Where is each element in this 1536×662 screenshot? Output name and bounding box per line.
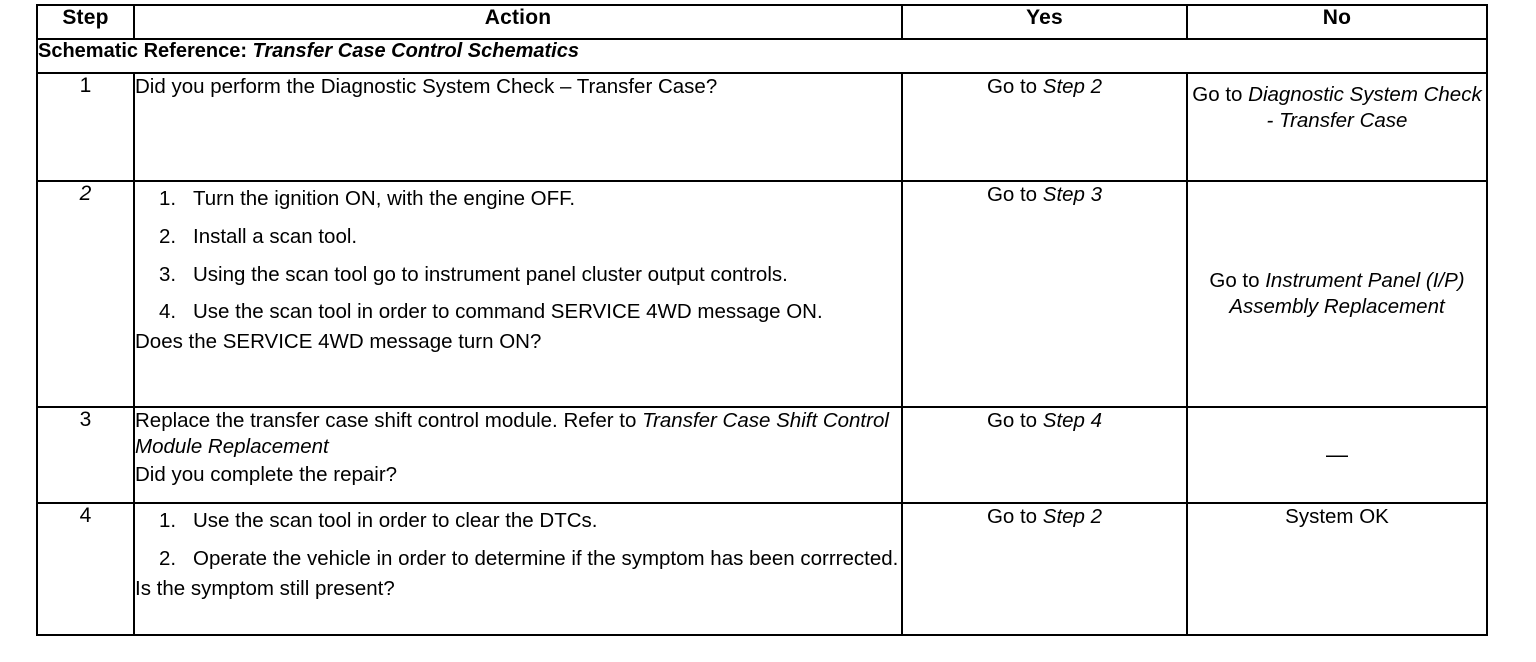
substep-number: 1.: [159, 187, 177, 210]
list-item: 1. Use the scan tool in order to clear th…: [135, 508, 901, 534]
table-row: 4 1. Use the scan tool in order to clear …: [36, 502, 1488, 636]
yes-cell-2: Go to Step 3: [901, 180, 1188, 408]
table-row: 1 Did you perform the Diagnostic System …: [36, 72, 1488, 182]
no-cell-3: —: [1186, 406, 1488, 504]
substep-number: 2.: [159, 224, 177, 248]
action-instruction-ref-3: Transfer Case Shift Control Module Repla…: [135, 409, 889, 459]
no-text-plain-2: Go to: [1209, 269, 1266, 293]
column-header-step: Step: [36, 4, 135, 40]
substep-number: 4.: [159, 300, 177, 324]
schematic-reference-value: Transfer Case Control Schematics: [252, 40, 579, 62]
table-row: 2 1. Turn the ignition ON, with the engin…: [36, 180, 1488, 408]
action-question-2: Does the SERVICE 4WD message turn ON?: [135, 330, 542, 354]
schematic-reference-cell: Schematic Reference: Transfer Case Contr…: [36, 38, 1488, 74]
action-question-3: Did you complete the repair?: [135, 463, 398, 487]
action-cell-2: 1. Turn the ignition ON, with the engine …: [133, 180, 903, 408]
no-cell-4: System OK: [1186, 502, 1488, 636]
action-question-1: Did you perform the Diagnostic System Ch…: [135, 75, 718, 98]
yes-text-ref-4: Step 2: [1042, 505, 1103, 528]
no-text-plain-1: Go to: [1192, 83, 1249, 106]
substep-text: Operate the vehicle in order to determin…: [193, 546, 899, 570]
substep-text: Use the scan tool in order to clear the …: [193, 509, 598, 532]
list-item: 2. Install a scan tool.: [135, 224, 901, 250]
yes-text-plain-2: Go to: [986, 183, 1043, 206]
no-cell-1: Go to Diagnostic System Check - Transfer…: [1186, 72, 1488, 182]
yes-cell-1: Go to Step 2: [901, 72, 1188, 182]
substep-text: Install a scan tool.: [193, 224, 358, 248]
column-header-action: Action: [133, 4, 903, 40]
diagnostic-procedure-table: Step Action Yes No Schematic Reference: …: [36, 4, 1488, 636]
list-item: 3. Using the scan tool go to instrument p…: [135, 262, 901, 288]
table-header-row: Step Action Yes No: [36, 4, 1488, 40]
column-header-yes: Yes: [901, 4, 1188, 40]
list-item: 1. Turn the ignition ON, with the engine …: [135, 186, 901, 212]
schematic-reference-label: Schematic Reference:: [38, 40, 247, 62]
table-row: 3 Replace the transfer case shift contro…: [36, 406, 1488, 504]
yes-text-ref-1: Step 2: [1042, 75, 1103, 98]
action-cell-1: Did you perform the Diagnostic System Ch…: [133, 72, 903, 182]
yes-cell-3: Go to Step 4: [901, 406, 1188, 504]
action-question-4: Is the symptom still present?: [135, 576, 395, 600]
yes-text-ref-2: Step 3: [1042, 183, 1103, 206]
step-number-2: 2: [36, 180, 135, 408]
yes-text-plain-4: Go to: [986, 505, 1043, 528]
list-item: 2. Operate the vehicle in order to determ…: [135, 546, 901, 572]
yes-text-ref-3: Step 4: [1042, 409, 1103, 432]
substep-text: Turn the ignition ON, with the engine OF…: [193, 187, 576, 210]
substep-text: Use the scan tool in order to command SE…: [193, 300, 823, 324]
no-cell-2: Go to Instrument Panel (I/P) Assembly Re…: [1186, 180, 1488, 408]
substep-text: Using the scan tool go to instrument pan…: [193, 262, 788, 286]
yes-text-plain-3: Go to: [986, 409, 1043, 432]
no-text-plain-3: —: [1326, 442, 1348, 468]
yes-text-plain-1: Go to: [986, 75, 1043, 98]
substep-number: 2.: [159, 546, 177, 570]
step-number-1: 1: [36, 72, 135, 182]
action-substep-list-4: 1. Use the scan tool in order to clear th…: [135, 508, 901, 572]
no-text-ref-2: Instrument Panel (I/P) Assembly Replacem…: [1229, 269, 1465, 318]
column-header-no: No: [1186, 4, 1488, 40]
step-number-3: 3: [36, 406, 135, 504]
action-cell-3: Replace the transfer case shift control …: [133, 406, 903, 504]
action-instruction-plain-3: Replace the transfer case shift control …: [135, 409, 643, 432]
schematic-reference-row: Schematic Reference: Transfer Case Contr…: [36, 38, 1488, 74]
no-text-plain-4: System OK: [1285, 505, 1389, 528]
no-text-ref-1: Diagnostic System Check - Transfer Case: [1248, 83, 1482, 132]
list-item: 4. Use the scan tool in order to command …: [135, 299, 901, 325]
action-cell-4: 1. Use the scan tool in order to clear th…: [133, 502, 903, 636]
step-number-4: 4: [36, 502, 135, 636]
yes-cell-4: Go to Step 2: [901, 502, 1188, 636]
action-substep-list-2: 1. Turn the ignition ON, with the engine …: [135, 186, 901, 325]
action-instruction-3: Replace the transfer case shift control …: [135, 408, 901, 460]
substep-number: 1.: [159, 509, 177, 532]
substep-number: 3.: [159, 262, 177, 286]
